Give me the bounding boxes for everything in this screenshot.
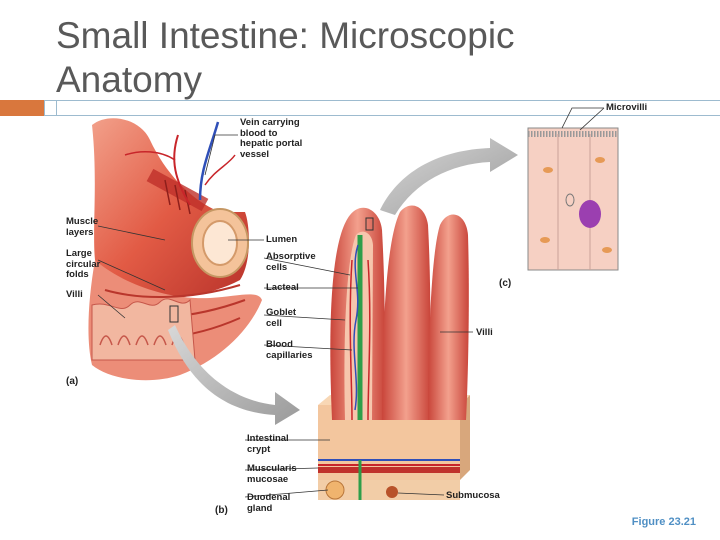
intestine-tube bbox=[88, 118, 262, 381]
label-duodenal-gland: Duodenal gland bbox=[247, 492, 291, 514]
title-rule bbox=[44, 100, 720, 101]
label-microvilli: Microvilli bbox=[606, 102, 648, 113]
label-submucosa: Submucosa bbox=[446, 490, 500, 501]
label-lacteal: Lacteal bbox=[266, 282, 299, 293]
label-goblet-cell: Goblet cell bbox=[266, 307, 297, 329]
rule-cap bbox=[44, 100, 45, 116]
panel-label-c: (c) bbox=[499, 278, 512, 289]
label-lumen: Lumen bbox=[266, 234, 298, 245]
leader-lines bbox=[97, 107, 605, 498]
label-absorptive-cells: Absorptive cells bbox=[266, 251, 316, 273]
rule-divider bbox=[56, 100, 57, 116]
figure-reference: Figure 23.21 bbox=[631, 516, 696, 528]
villi-block bbox=[318, 205, 470, 500]
label-villi-a: Villi bbox=[66, 289, 83, 300]
slide-title: Small Intestine: Microscopic Anatomy bbox=[56, 15, 515, 100]
arrow-to-b bbox=[168, 325, 300, 425]
arrow-to-c bbox=[380, 138, 518, 215]
label-vein: Vein carrying blood to hepatic portal ve… bbox=[240, 117, 303, 160]
label-blood-capillaries: Blood capillaries bbox=[266, 339, 313, 361]
accent-bar bbox=[0, 100, 44, 116]
label-muscularis-mucosae: Muscularis mucosae bbox=[247, 463, 297, 485]
label-muscle-layers: Muscle layers bbox=[66, 216, 99, 238]
title-rule-lower bbox=[44, 115, 720, 116]
panel-label-b: (b) bbox=[215, 505, 228, 516]
label-villi-b: Villi bbox=[476, 327, 493, 338]
panel-label-a: (a) bbox=[66, 376, 79, 387]
label-intestinal-crypt: Intestinal crypt bbox=[247, 433, 289, 455]
absorptive-cell-detail bbox=[527, 127, 619, 271]
label-circular-folds: Large circular folds bbox=[66, 248, 101, 280]
